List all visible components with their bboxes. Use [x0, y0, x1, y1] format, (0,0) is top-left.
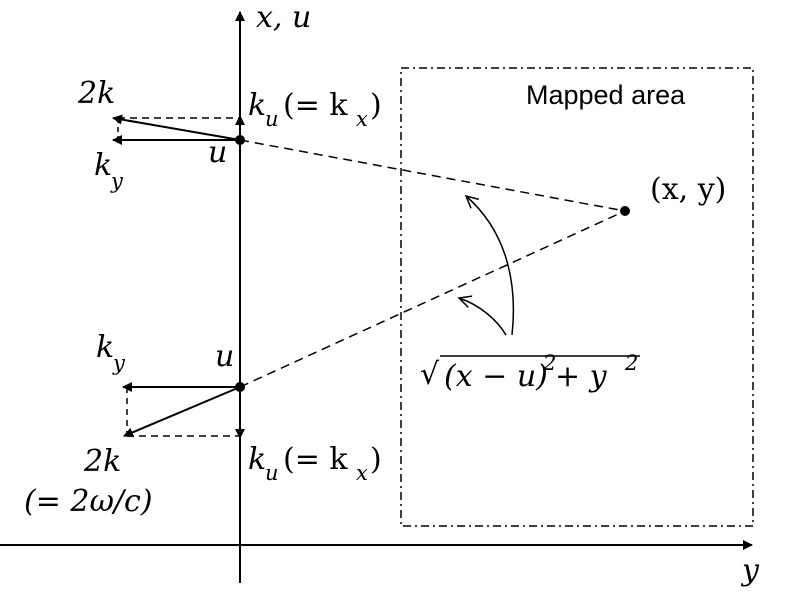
mapped-area-label: Mapped area [526, 80, 686, 110]
svg-text:): ) [370, 88, 382, 123]
target-point-label: (x, y) [650, 172, 726, 207]
svg-text:): ) [370, 442, 382, 477]
svg-text:x: x [356, 461, 368, 485]
svg-text:u: u [265, 461, 279, 485]
svg-text:√: √ [420, 357, 440, 392]
top-k-total-vector [112, 114, 241, 141]
svg-text:(x − u): (x − u) [444, 359, 548, 394]
svg-text:+ y: + y [555, 359, 608, 394]
distance-pointer-lower [459, 298, 507, 336]
svg-text:(= k: (= k [283, 442, 348, 477]
bottom-k-total-label: 2k [83, 444, 121, 479]
bottom-k-total-note: (= 2ω/c) [24, 484, 153, 519]
horizontal-axis-label: y [740, 553, 760, 588]
bottom-k-total-vector [123, 386, 241, 438]
range-line-top [239, 139, 626, 212]
bottom-antenna-group: u k y 2k (= 2ω/c) k u (= k x ) [24, 330, 382, 519]
target-point [620, 206, 630, 216]
svg-text:2: 2 [542, 351, 556, 375]
top-k-total-label: 2k [77, 76, 115, 111]
svg-text:y: y [112, 351, 126, 375]
svg-text:k: k [248, 442, 266, 477]
distance-expression: √ (x − u) 2 + y 2 [420, 351, 640, 394]
svg-text:x, u: x, u [256, 0, 311, 35]
svg-text:k: k [248, 88, 266, 123]
bottom-antenna-position-label: u [215, 339, 234, 374]
top-antenna-position-label: u [208, 135, 227, 170]
bottom-k-y-label: k y [96, 330, 126, 375]
bottom-k-u-label: k u (= k x ) [248, 442, 382, 485]
svg-text:k: k [94, 148, 112, 183]
range-line-bottom [239, 210, 626, 388]
svg-text:k: k [96, 330, 114, 365]
mapped-area-box [400, 67, 754, 527]
svg-text:y: y [110, 169, 124, 193]
distance-pointer-upper [466, 196, 515, 336]
top-antenna-group: u 2k k y k u (= k x ) [77, 76, 382, 193]
svg-text:u: u [265, 107, 279, 131]
svg-text:(= k: (= k [283, 88, 348, 123]
svg-text:x: x [356, 107, 368, 131]
top-k-y-label: k y [94, 148, 124, 193]
top-k-u-label: k u (= k x ) [248, 88, 382, 131]
svg-text:2: 2 [624, 351, 638, 375]
vertical-axis-label: x, u [256, 0, 311, 35]
